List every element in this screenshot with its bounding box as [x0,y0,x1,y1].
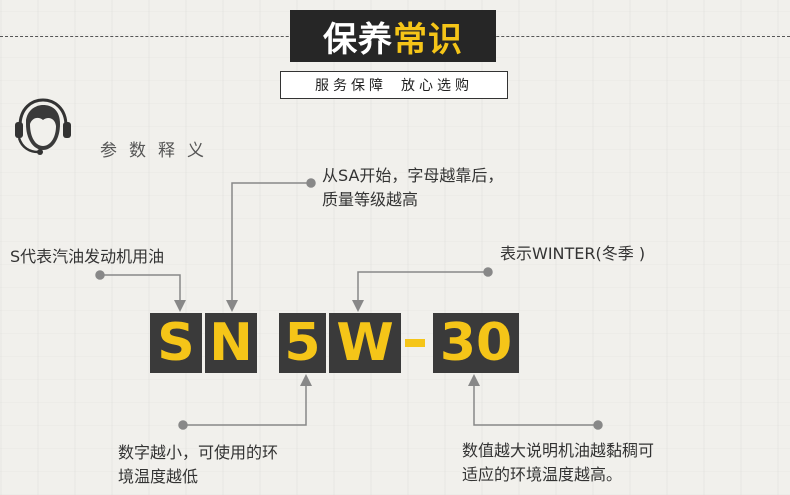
connector-n [226,182,307,312]
note-quality-grade: 从SA开始，字母越靠后， 质量等级越高 [322,164,503,212]
note-quality-grade-line1: 从SA开始，字母越靠后， [322,166,504,185]
connector-dot-5 [178,420,188,430]
note-winter: 表示WINTER(冬季 ) [500,244,646,263]
title-part-yellow: 常识 [393,19,463,60]
code-digit-5: 5 [279,313,326,373]
connector-s [104,274,186,312]
note-quality-grade-line2: 质量等级越高 [322,190,419,209]
page-subtitle: 服务保障放心选购 [280,71,508,99]
subtitle-service: 服务保障 [315,78,387,94]
connector-dot-n [306,178,316,188]
connector-dot-w [483,267,493,277]
note-viscosity-line1: 数值越大说明机油越黏稠可 [462,441,655,460]
note-low-temperature-line2: 境温度越低 [118,467,199,486]
code-dash [405,339,425,347]
connector-30 [468,374,594,426]
code-letter-n: N [205,313,257,373]
customer-service-headset-icon [15,98,71,155]
connector-w [352,271,484,312]
note-low-temperature-line1: 数字越小，可使用的环 [118,443,279,462]
connector-dot-30 [593,420,603,430]
subtitle-purchase: 放心选购 [401,78,473,94]
note-viscosity: 数值越大说明机油越黏稠可 适应的环境温度越高。 [462,439,654,487]
code-number-30: 30 [433,313,519,373]
note-gasoline-oil: S代表汽油发动机用油 [10,247,165,266]
title-part-white: 保养 [323,19,393,60]
code-letter-s: S [150,313,202,373]
section-label: 参数释义 [100,141,216,161]
code-letter-w: W [329,313,401,373]
note-viscosity-line2: 适应的环境温度越高。 [462,465,623,484]
connector-dot-s [95,270,105,280]
note-low-temperature: 数字越小，可使用的环 境温度越低 [118,441,278,489]
page-title: 保养常识 [290,10,496,62]
connector-5 [187,374,312,426]
